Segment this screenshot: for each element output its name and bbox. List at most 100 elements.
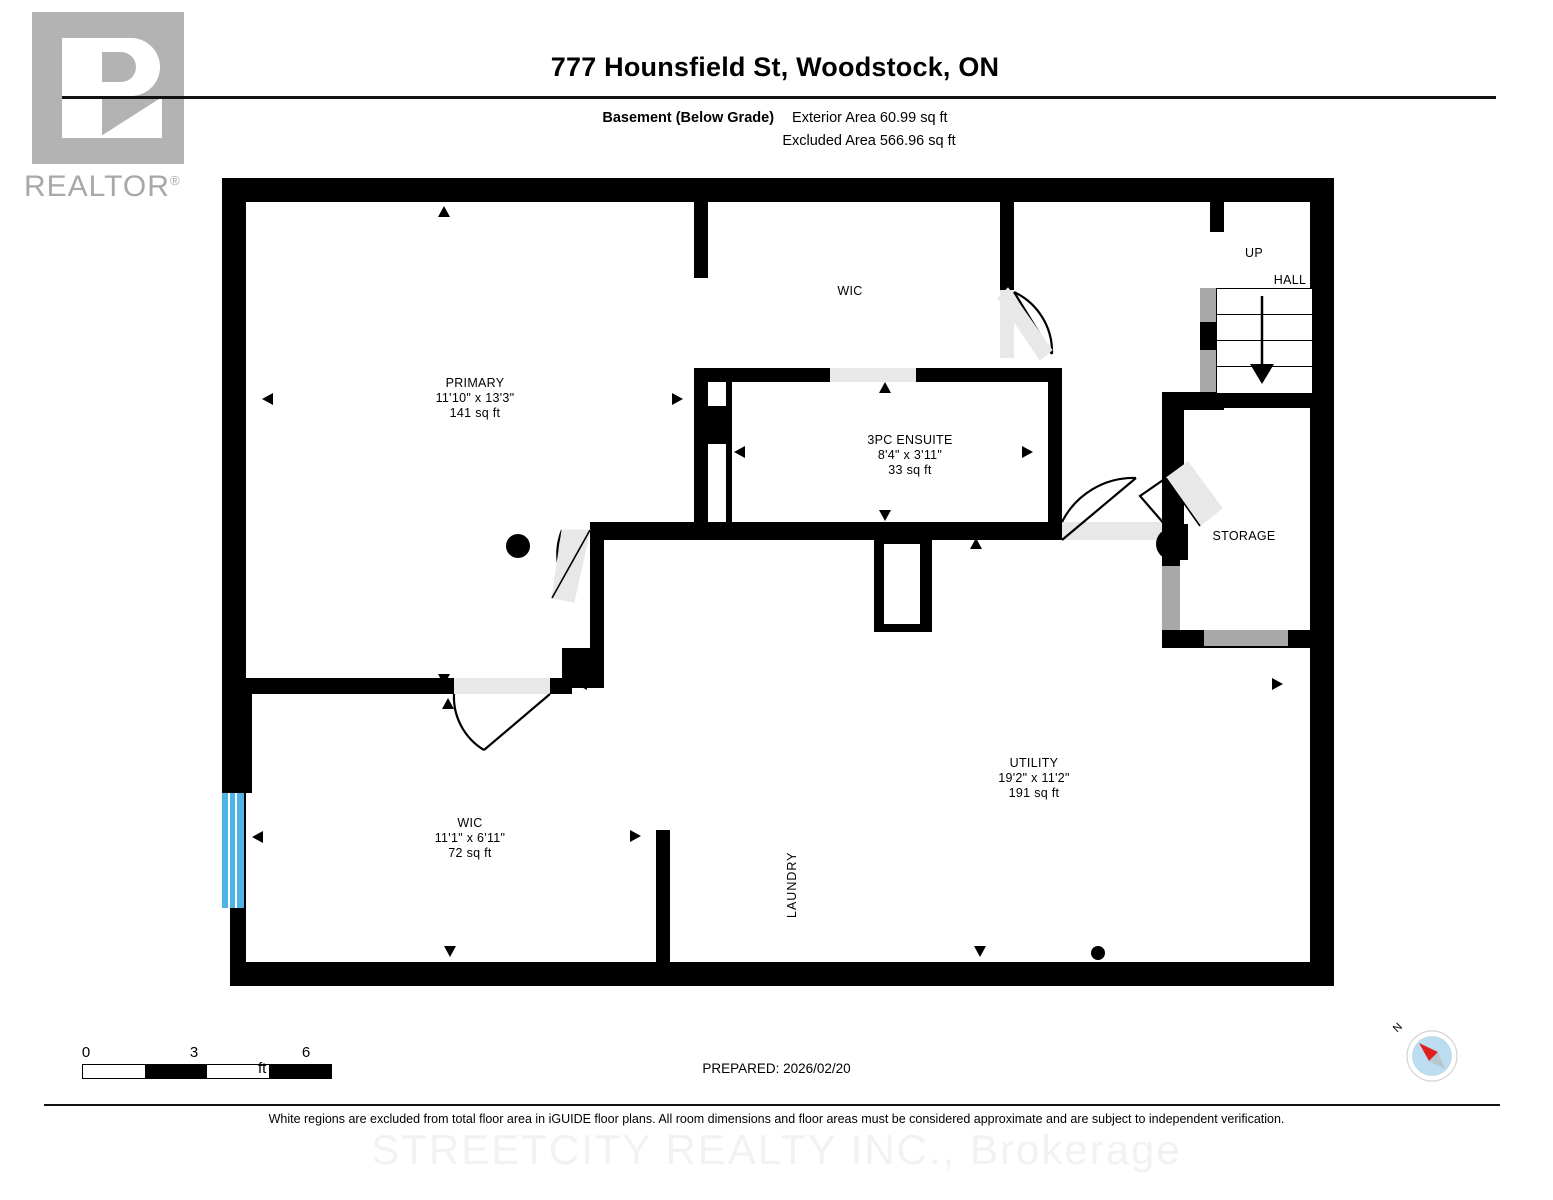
realtor-wordmark-text: REALTOR — [24, 170, 170, 203]
wall-primary-bottom-right — [590, 522, 604, 648]
room-label-storage: STORAGE — [1194, 529, 1294, 544]
room-name: PRIMARY — [445, 376, 505, 390]
realtor-logo: REALTOR® — [24, 8, 189, 203]
room-dimensions: 19'2" x 11'2" — [998, 771, 1070, 785]
stair-direction-arrow — [1250, 296, 1274, 384]
prepared-date: PREPARED: 2026/02/20 — [702, 1061, 851, 1076]
room-label-ensuite: 3PC ENSUITE 8'4" x 3'11" 33 sq ft — [810, 433, 1010, 478]
exterior-area-label: Exterior Area 60.99 sq ft — [792, 110, 948, 126]
dim-arrow-primary-left — [262, 393, 273, 405]
staircase[interactable] — [1200, 288, 1313, 394]
header-divider — [62, 96, 1496, 99]
dim-arrow-primary-right — [672, 393, 683, 405]
door-opening-mid-corridor[interactable] — [1062, 522, 1174, 540]
wall-exterior-right-upper — [1310, 178, 1334, 408]
floor-level-label: Basement (Below Grade) — [602, 110, 775, 126]
fixture-dot-primary — [506, 534, 530, 558]
disclaimer-text: White regions are excluded from total fl… — [268, 1112, 1285, 1126]
wall-exterior-left-upper — [222, 178, 246, 698]
footer-divider — [44, 1104, 1500, 1106]
dim-arrow-utility-up — [970, 538, 982, 549]
wall-exterior-bottom — [230, 962, 1334, 986]
dim-arrow-utility-down — [974, 946, 986, 957]
door-storage-bottom[interactable] — [1204, 630, 1288, 646]
scale-tick-labels: 0 3 6 — [82, 1044, 332, 1064]
wall-wic-top-right — [1000, 198, 1014, 293]
dim-arrow-utility-right — [1272, 678, 1283, 690]
dim-arrow-wic-left — [252, 831, 263, 843]
dim-arrow-primary-up — [438, 206, 450, 217]
wall-ensuite-left-inner — [726, 368, 732, 534]
room-name: UTILITY — [1009, 756, 1059, 770]
door-swing-corridor — [1061, 476, 1137, 541]
page-title: 777 Hounsfield St, Woodstock, ON — [550, 52, 1000, 82]
room-name: 3PC ENSUITE — [867, 433, 953, 447]
stairs-up-label: UP — [1224, 246, 1284, 261]
room-area: 72 sq ft — [448, 846, 492, 860]
room-name: HALL — [1273, 273, 1307, 287]
stair-tread — [1216, 314, 1313, 342]
room-label-wic-top: WIC — [800, 284, 900, 299]
wall-laundry-divider — [656, 830, 670, 968]
storage-notch-white — [1184, 410, 1228, 472]
door-storage-side[interactable] — [1162, 566, 1180, 638]
room-label-utility: UTILITY 19'2" x 11'2" 191 sq ft — [934, 756, 1134, 801]
excluded-area-label: Excluded Area 566.96 sq ft — [782, 133, 956, 149]
door-hinge-storage — [1156, 528, 1188, 560]
chase-interior — [884, 544, 920, 624]
dim-arrow-ensuite-left — [734, 446, 745, 458]
door-swing-primary-lower — [452, 693, 551, 751]
room-dimensions: 11'10" x 13'3" — [435, 391, 515, 405]
wall-exterior-right-lower — [1310, 633, 1334, 986]
door-swing-storage — [1138, 461, 1223, 527]
dim-arrow-primary-lower-up — [442, 698, 454, 709]
room-area: 191 sq ft — [1008, 786, 1060, 800]
scale-tick: 0 — [81, 1044, 91, 1061]
dim-arrow-ensuite-right — [1022, 446, 1033, 458]
wall-ensuite-bottom — [590, 522, 1062, 540]
room-area: 33 sq ft — [888, 463, 932, 477]
door-opening-ensuite-top[interactable] — [830, 368, 916, 382]
room-name: WIC — [837, 284, 863, 298]
room-dimensions: 8'4" x 3'11" — [877, 448, 943, 462]
wall-hall-storage-divider — [1210, 392, 1310, 408]
wall-hall-right — [1210, 198, 1224, 232]
registered-mark: ® — [169, 173, 181, 188]
wall-exterior-right-storage — [1310, 398, 1334, 648]
compass-north-label: N — [1390, 1020, 1406, 1036]
room-name: LAUNDRY — [785, 851, 799, 918]
room-label-wic-lower: WIC 11'1" x 6'11" 72 sq ft — [370, 816, 570, 861]
header-subinfo: Basement (Below Grade) Exterior Area 60.… — [200, 110, 1350, 149]
room-name: WIC — [457, 816, 483, 830]
stair-tread — [1216, 288, 1313, 316]
dim-arrow-wic-upper-right — [576, 678, 587, 690]
wall-primary-right-upper — [694, 198, 708, 278]
door-opening-primary-lower[interactable] — [454, 678, 550, 694]
fixture-dot-utility — [1091, 946, 1105, 960]
room-dimensions: 11'1" x 6'11" — [434, 831, 506, 845]
scale-unit-label: ft — [258, 1060, 267, 1077]
room-label-primary: PRIMARY 11'10" x 13'3" 141 sq ft — [375, 376, 575, 421]
scale-bar: 0 3 6 — [82, 1044, 332, 1079]
realtor-wordmark: REALTOR® — [24, 170, 204, 204]
dim-arrow-ensuite-up — [879, 382, 891, 393]
room-area: 141 sq ft — [449, 406, 501, 420]
wall-ensuite-right — [1048, 368, 1062, 534]
stairs-label-text: UP — [1245, 246, 1263, 260]
room-label-hall: HALL — [1240, 273, 1340, 288]
dim-arrow-ensuite-down — [879, 510, 891, 521]
compass-rose-icon — [1406, 1030, 1458, 1082]
window-left-exterior — [222, 793, 244, 908]
brokerage-watermark: STREETCITY REALTY INC., Brokerage — [371, 1126, 1182, 1173]
realtor-r-mark — [32, 12, 184, 164]
dim-arrow-primary-down — [438, 674, 450, 685]
door-swing-primary-mid — [551, 529, 591, 603]
wall-exterior-top — [222, 178, 1334, 202]
door-swing-wic-top — [997, 287, 1054, 361]
room-label-laundry: LAUNDRY — [785, 851, 799, 918]
scale-tick: 6 — [301, 1044, 311, 1061]
wall-ensuite-top-right — [916, 368, 1062, 382]
dim-arrow-wic-down — [444, 946, 456, 957]
wall-ensuite-left-block — [694, 406, 732, 444]
dim-arrow-laundry-right — [630, 830, 641, 842]
